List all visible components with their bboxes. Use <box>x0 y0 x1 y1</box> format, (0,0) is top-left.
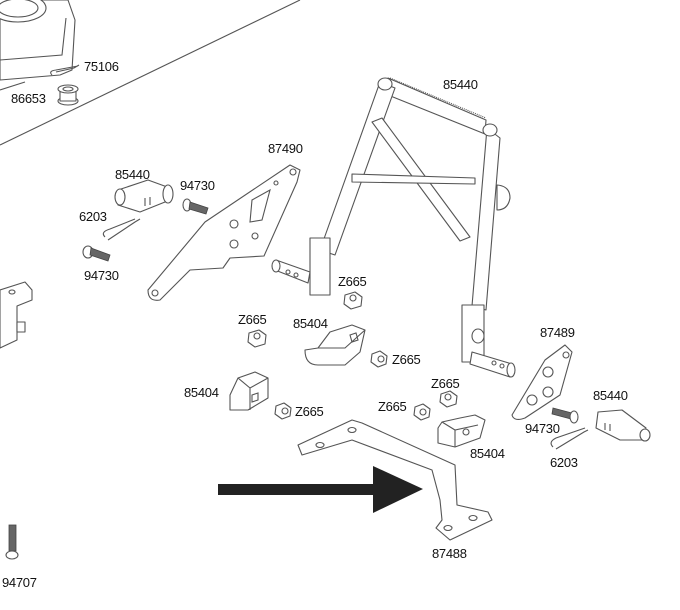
chassis-body <box>0 0 76 91</box>
label-87490: 87490 <box>268 141 303 156</box>
label-85440-right: 85440 <box>593 388 628 403</box>
label-85440-left: 85440 <box>115 167 150 182</box>
label-94730-b: 94730 <box>84 268 119 283</box>
label-z665-c: Z665 <box>392 352 421 367</box>
plate-87489-icon <box>511 344 573 421</box>
grommet-86653-icon <box>57 84 79 106</box>
nut-z665-c-icon <box>370 350 388 368</box>
callout-arrow-icon <box>218 466 423 513</box>
clamp-85404-a-icon <box>304 324 366 366</box>
bracket-87488-icon <box>297 419 493 541</box>
clip-6203-left-icon <box>102 218 141 241</box>
label-z665-a: Z665 <box>338 274 367 289</box>
label-85404-b: 85404 <box>184 385 219 400</box>
screw-94707-icon <box>5 524 19 560</box>
label-z665-f: Z665 <box>378 399 407 414</box>
screw-94730-c-icon <box>551 407 579 424</box>
nut-z665-e-icon <box>439 390 458 408</box>
clip-6203-right-icon <box>550 427 589 450</box>
screw-94730-b-icon <box>82 245 111 262</box>
body-mount-85440-right-icon <box>595 409 651 442</box>
label-86653: 86653 <box>11 91 46 106</box>
nut-z665-b-icon <box>247 329 267 348</box>
label-94707: 94707 <box>2 575 37 590</box>
nut-z665-d-icon <box>274 402 292 420</box>
roll-cage-frame-icon <box>271 77 516 378</box>
nut-z665-a-icon <box>343 291 363 310</box>
label-6203-left: 6203 <box>79 209 107 224</box>
label-6203-right: 6203 <box>550 455 578 470</box>
clip-75106-icon <box>50 64 80 76</box>
label-94730-c: 94730 <box>525 421 560 436</box>
label-z665-d: Z665 <box>295 404 324 419</box>
side-mount-block-icon <box>0 281 33 349</box>
label-94730-a: 94730 <box>180 178 215 193</box>
nut-z665-f-icon <box>413 403 431 421</box>
clamp-85404-c-icon <box>437 414 486 448</box>
body-mount-85440-left-icon <box>114 179 174 213</box>
label-85404-a: 85404 <box>293 316 328 331</box>
label-87489: 87489 <box>540 325 575 340</box>
screw-94730-a-icon <box>182 198 209 215</box>
label-85404-c: 85404 <box>470 446 505 461</box>
label-75106: 75106 <box>84 59 119 74</box>
label-z665-e: Z665 <box>431 376 460 391</box>
clamp-85404-b-icon <box>229 371 269 411</box>
label-z665-b: Z665 <box>238 312 267 327</box>
plate-87490-icon <box>147 164 301 301</box>
chassis-edge-line <box>0 0 301 146</box>
label-85440-top: 85440 <box>443 77 478 92</box>
label-87488: 87488 <box>432 546 467 561</box>
